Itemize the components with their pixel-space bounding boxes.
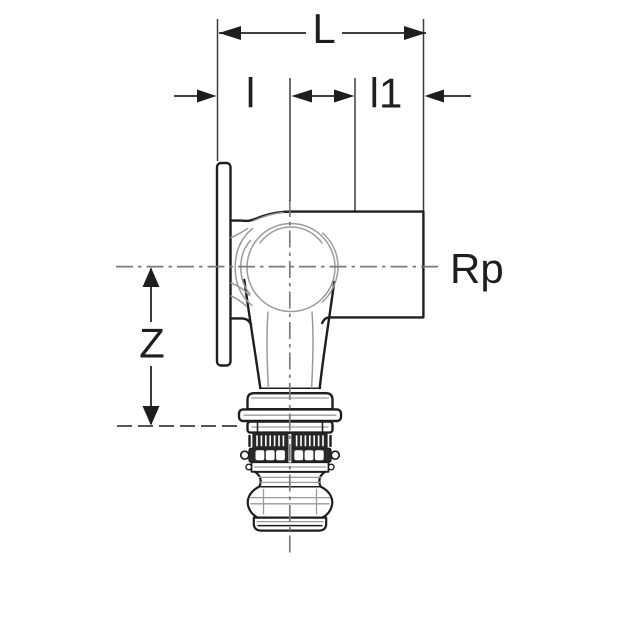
- indicator-window: [276, 450, 285, 461]
- knurl-side-nubs: [248, 434, 332, 448]
- sleeve-profile-left: [246, 470, 262, 520]
- arrowhead-right-icon: [197, 89, 217, 103]
- indicator-window: [265, 450, 275, 461]
- wall-flange-plate: [215, 161, 232, 367]
- arrowhead-down-icon: [142, 406, 160, 426]
- arrowhead-right-icon: [404, 26, 426, 40]
- flange-link-low: [230, 295, 247, 307]
- arrowhead-right-icon: [334, 89, 355, 103]
- side-bead-right: [330, 450, 341, 461]
- bore-line-right: [310, 311, 314, 389]
- label-l1: l1: [370, 70, 403, 117]
- dimension-L: L: [219, 5, 426, 52]
- flange-link-top: [230, 227, 249, 239]
- sphere-inner-arc: [259, 226, 323, 244]
- tube-left-edge: [243, 278, 262, 390]
- indicator-window: [314, 450, 324, 461]
- label-backing: [306, 16, 342, 46]
- indicator-windows: [255, 450, 324, 461]
- bottom-cap: [252, 516, 328, 532]
- side-bead-left: [239, 450, 250, 461]
- label-Z: Z: [139, 320, 165, 367]
- indicator-window: [294, 450, 304, 461]
- dimension-Z: Z: [117, 267, 243, 427]
- sleeve-profile-right: [318, 470, 334, 520]
- tube-right-edge: [318, 280, 336, 390]
- flange-link-mid: [230, 282, 251, 297]
- dome-inner-line: [252, 211, 284, 222]
- ring-nub-right: [327, 463, 335, 471]
- arrowhead-left-icon: [424, 89, 444, 103]
- bore-line-left: [266, 311, 270, 389]
- label-l: l: [246, 70, 255, 117]
- label-Rp: Rp: [450, 245, 504, 292]
- collar: [246, 392, 334, 411]
- dimension-l-l1: l l1: [174, 70, 471, 117]
- neck-fillet-inner: [240, 239, 252, 295]
- neck-bottom-edge: [229, 317, 253, 326]
- rim-ticks: [256, 421, 324, 433]
- arrowhead-left-icon: [291, 89, 312, 103]
- indicator-window: [304, 450, 314, 461]
- indicator-window: [255, 450, 265, 461]
- extension-lines: [216, 19, 425, 211]
- label-backing: [136, 324, 167, 361]
- ring-nub-left: [245, 463, 253, 471]
- sphere-outline: [246, 222, 336, 313]
- body-top-contour: [229, 210, 425, 223]
- label-L: L: [312, 5, 335, 52]
- arrowhead-up-icon: [142, 267, 160, 287]
- neck-fillet-outer: [234, 227, 254, 307]
- knurl-stripes: [256, 435, 324, 447]
- arrowhead-left-icon: [219, 26, 241, 40]
